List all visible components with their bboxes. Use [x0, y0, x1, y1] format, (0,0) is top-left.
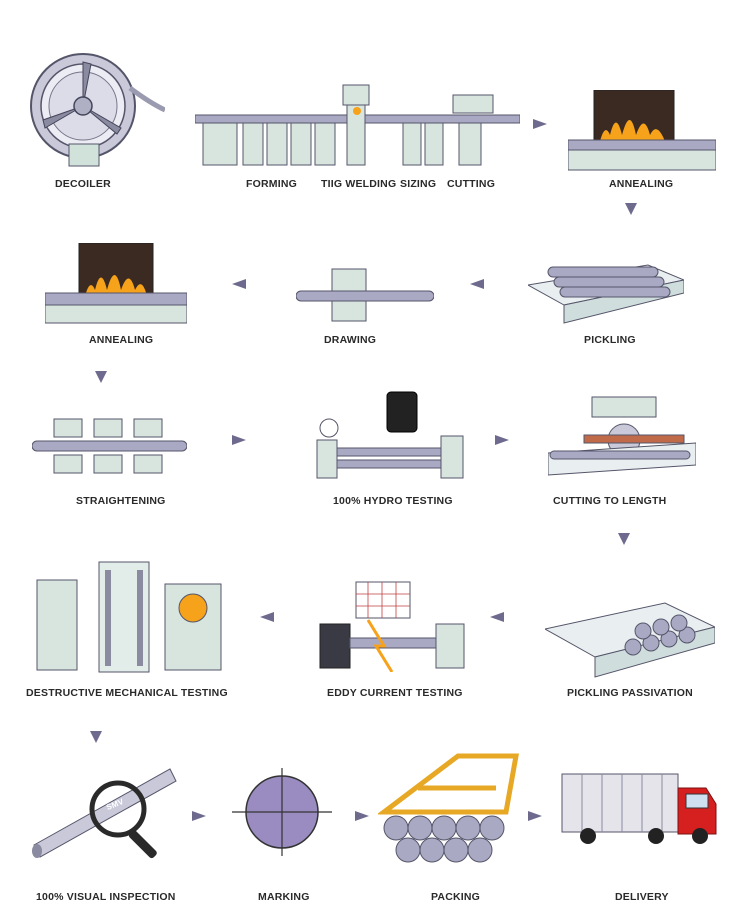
step-label-decoiler: DECOILER: [55, 178, 111, 190]
flow-arrow-down: [618, 533, 630, 545]
flow-arrow-right: [495, 435, 509, 445]
flow-arrow-down: [90, 731, 102, 743]
annealing-furnace-illustration: [568, 90, 716, 171]
step-label-forming: FORMING: [246, 178, 297, 190]
annealing-furnace-illustration: [45, 243, 187, 324]
step-label-annealing: ANNEALING: [89, 334, 154, 346]
step-label-straightening: STRAIGHTENING: [76, 495, 166, 507]
straightening-illustration: [32, 418, 187, 474]
flow-arrow-right: [192, 811, 206, 821]
marking-illustration: [232, 768, 332, 856]
step-label-cutting-to-length: CUTTING TO LENGTH: [553, 495, 667, 507]
forming-line-illustration: [195, 84, 520, 166]
pickling-passivation-illustration: [545, 602, 715, 678]
step-label-pickling: PICKLING: [584, 334, 636, 346]
eddy-current-illustration: [319, 581, 465, 672]
step-label-tig-welding: TIIG WELDING: [321, 178, 397, 190]
step-label-marking: MARKING: [258, 891, 310, 903]
mechanical-testing-illustration: [36, 561, 222, 673]
step-label-hydro-testing: 100% HYDRO TESTING: [333, 495, 453, 507]
flow-arrow-right: [232, 435, 246, 445]
packing-illustration: [378, 753, 519, 863]
decoiler-illustration: [30, 53, 165, 167]
flow-arrow-right: [533, 119, 547, 129]
step-label-destructive-mechanical-testing: DESTRUCTIVE MECHANICAL TESTING: [26, 687, 228, 699]
flow-arrow-down: [95, 371, 107, 383]
flow-arrow-left: [260, 612, 274, 622]
delivery-truck-illustration: [561, 773, 717, 844]
visual-inspection-illustration: [32, 768, 177, 859]
step-label-packing: PACKING: [431, 891, 481, 903]
step-label-sizing: SIZING: [400, 178, 437, 190]
flow-arrow-left: [470, 279, 484, 289]
step-label-annealing: ANNEALING: [609, 178, 674, 190]
flow-arrow-left: [232, 279, 246, 289]
flow-arrow-left: [490, 612, 504, 622]
flow-arrow-right: [528, 811, 542, 821]
flow-arrow-down: [625, 203, 637, 215]
pickling-illustration: [528, 264, 684, 324]
hydro-testing-illustration: [316, 391, 464, 479]
step-label-eddy-current-testing: EDDY CURRENT TESTING: [327, 687, 463, 699]
step-label-pickling-passivation: PICKLING PASSIVATION: [567, 687, 693, 699]
cutting-to-length-illustration: [548, 396, 696, 476]
step-label-drawing: DRAWING: [324, 334, 377, 346]
step-label-delivery: DELIVERY: [615, 891, 669, 903]
step-label-visual-inspection: 100% VISUAL INSPECTION: [36, 891, 176, 903]
flow-arrow-right: [355, 811, 369, 821]
step-label-cutting: CUTTING: [447, 178, 496, 190]
drawing-illustration: [296, 268, 434, 322]
